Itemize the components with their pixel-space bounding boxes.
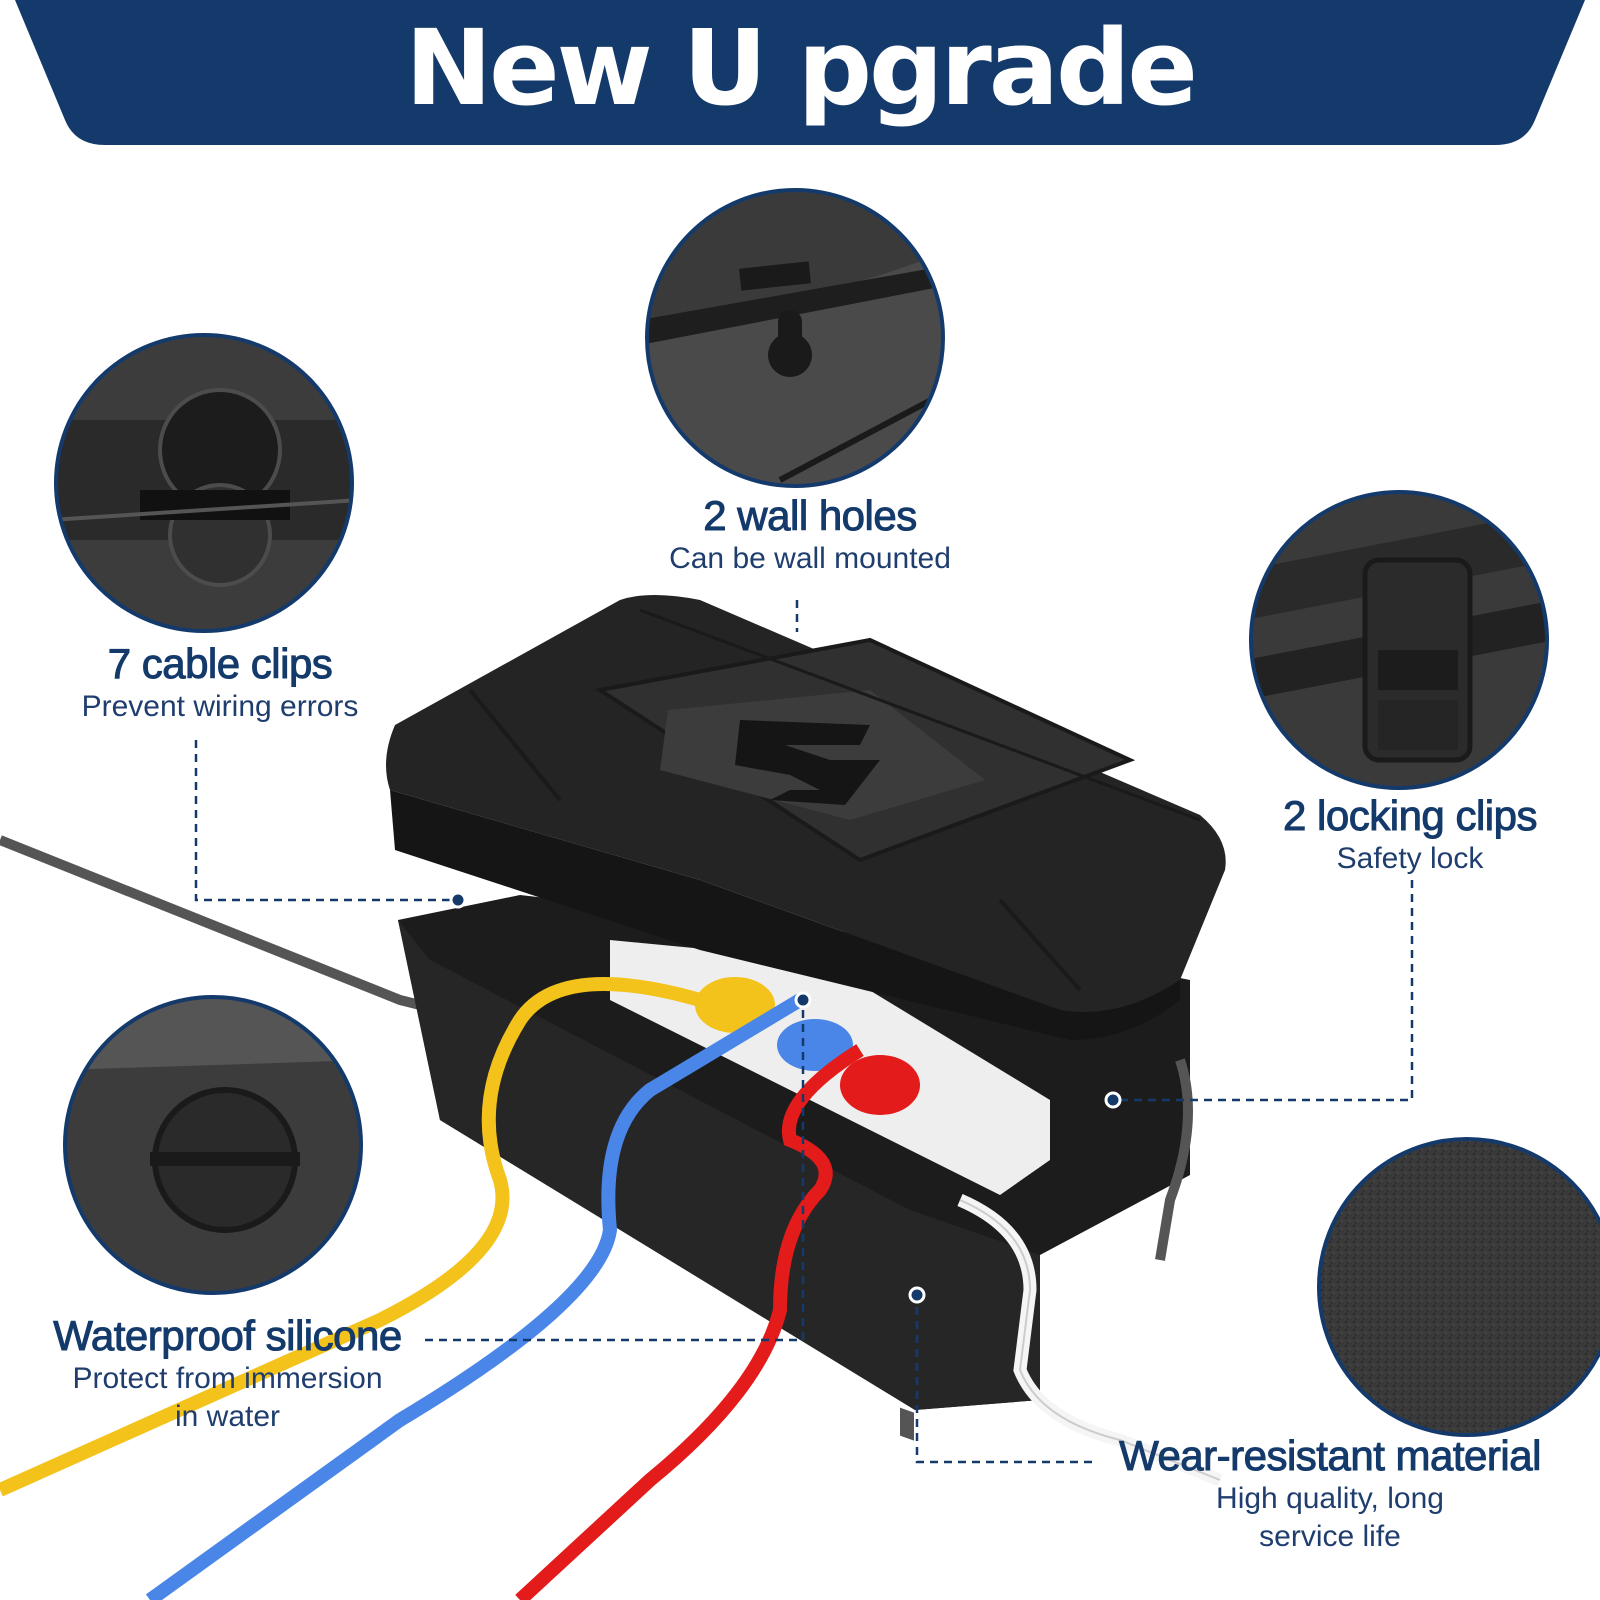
feature-cable-clips: 7 cable clips Prevent wiring errors (20, 640, 420, 726)
feature-subtitle-line1: Protect from immersion (72, 1362, 383, 1395)
feature-title: 2 wall holes (703, 492, 918, 540)
yellow-cable (0, 977, 702, 1497)
white-cable-outline (959, 1199, 1221, 1481)
callout-lines (194, 600, 1414, 1464)
header-banner (15, 0, 1585, 145)
feature-subtitle-line2: service life (1259, 1520, 1401, 1553)
feature-wall-holes: 2 wall holes Can be wall mounted (600, 492, 1020, 578)
cable-clips-detail (54, 333, 354, 633)
feature-title: Waterproof silicone (53, 1312, 403, 1360)
feature-subtitle: Can be wall mounted (669, 542, 951, 575)
feature-subtitle: Safety lock (1336, 842, 1484, 875)
feature-subtitle-line1: High quality, long (1216, 1482, 1444, 1515)
blue-cable (145, 993, 804, 1600)
wall-holes-detail (645, 188, 945, 488)
feature-title: 2 locking clips (1283, 792, 1538, 840)
cable-box (398, 895, 1190, 1441)
cable-box-lid (386, 595, 1226, 1040)
wear-resistant-material-detail (1317, 1137, 1600, 1437)
waterproof-silicone-detail (63, 995, 363, 1295)
banner-title: New U pgrade (405, 7, 1198, 129)
feature-subtitle: Prevent wiring errors (81, 690, 359, 723)
callout-dots (449, 891, 1122, 1304)
feature-title: Wear-resistant material (1119, 1432, 1542, 1480)
lightning-bolt-icon (735, 720, 880, 805)
feature-title: 7 cable clips (107, 640, 333, 688)
feature-locking-clips: 2 locking clips Safety lock (1215, 792, 1600, 878)
red-cable (515, 1044, 864, 1600)
locking-clips-detail (1249, 490, 1549, 790)
gray-cable (0, 835, 442, 1015)
feature-waterproof: Waterproof silicone Protect from immersi… (5, 1312, 450, 1436)
gray-cable-right (1155, 1058, 1193, 1261)
feature-subtitle-line2: in water (174, 1400, 281, 1433)
feature-material: Wear-resistant material High quality, lo… (1070, 1432, 1590, 1556)
